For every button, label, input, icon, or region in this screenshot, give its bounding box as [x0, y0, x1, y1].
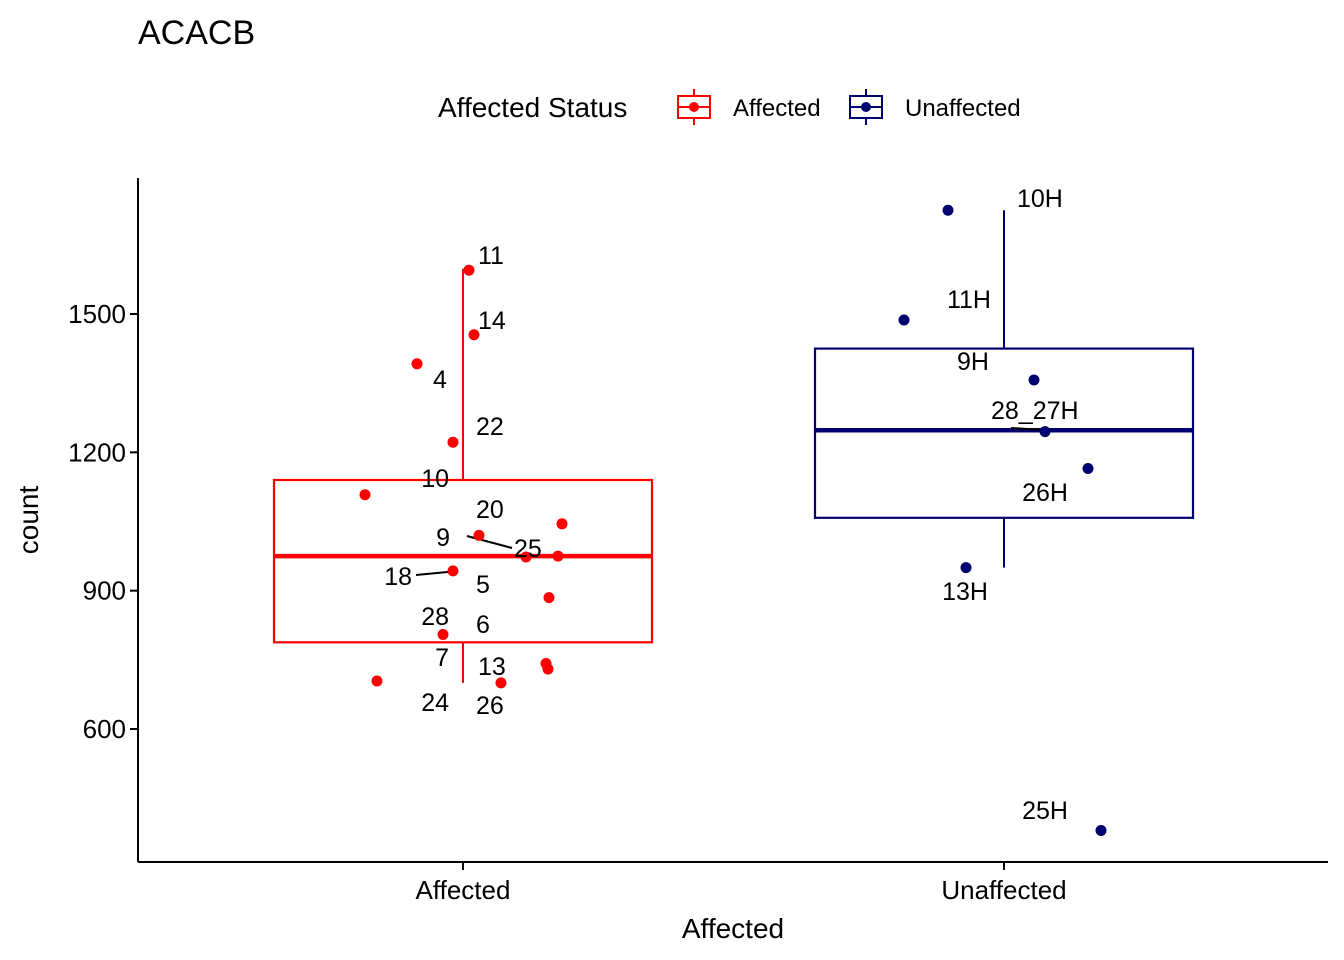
- point-label: 25H: [1022, 797, 1068, 825]
- point-label: 18: [384, 563, 412, 591]
- data-point: [960, 562, 972, 574]
- legend-title: Affected Status: [438, 92, 627, 123]
- point-label: 24: [421, 689, 449, 717]
- point-label: 22: [476, 413, 504, 441]
- data-point: [520, 551, 532, 563]
- data-point: [359, 489, 371, 501]
- box-affected: [272, 478, 654, 644]
- box-unaffected: [813, 347, 1195, 519]
- legend-key-affected: [677, 89, 711, 125]
- y-tick-label: 1200: [68, 437, 126, 467]
- y-tick-label: 1500: [68, 299, 126, 329]
- point-label: 5: [476, 571, 490, 599]
- point-label: 25: [514, 535, 542, 563]
- data-point: [1039, 426, 1051, 438]
- data-point: [468, 329, 480, 341]
- legend-label-affected: Affected: [733, 95, 821, 122]
- data-point: [371, 675, 383, 687]
- point-label: 6: [476, 611, 490, 639]
- point-label: 13H: [942, 578, 988, 606]
- point-label: 10H: [1017, 185, 1063, 213]
- point-label: 26: [476, 692, 504, 720]
- point-label: 7: [435, 644, 449, 672]
- data-point: [437, 628, 449, 640]
- data-point: [411, 358, 423, 370]
- y-axis-title: count: [13, 486, 44, 555]
- data-point: [473, 529, 485, 541]
- legend-key-unaffected: [849, 89, 883, 125]
- point-label: 11: [478, 242, 504, 270]
- data-point: [552, 550, 564, 562]
- chart-title: ACACB: [138, 14, 255, 52]
- point-label: 4: [433, 366, 447, 394]
- x-tick-label: Affected: [416, 875, 511, 905]
- legend: Affected Status Affected Unaffected: [438, 89, 1021, 125]
- point-label: 13: [478, 653, 506, 681]
- point-label: 9: [436, 524, 450, 552]
- legend-label-unaffected: Unaffected: [905, 95, 1021, 122]
- point-label: 28_27H: [991, 397, 1079, 425]
- data-point: [556, 518, 568, 530]
- data-point: [942, 204, 954, 216]
- data-point: [447, 436, 459, 448]
- data-point: [543, 592, 555, 604]
- y-tick-label: 900: [83, 576, 126, 606]
- point-label: 11H: [947, 286, 991, 314]
- data-point: [463, 264, 475, 276]
- point-label: 28: [421, 603, 449, 631]
- data-point: [495, 677, 507, 689]
- data-point: [1082, 462, 1094, 474]
- point-label: 14: [478, 307, 506, 335]
- y-tick-label: 600: [83, 714, 126, 744]
- data-point: [898, 314, 910, 326]
- data-point: [542, 663, 554, 675]
- point-label: 10: [421, 465, 449, 493]
- data-point: [1028, 374, 1040, 386]
- x-axis-title: Affected: [682, 913, 784, 944]
- point-label: 20: [476, 496, 504, 524]
- x-tick-label: Unaffected: [941, 875, 1066, 905]
- point-label: 26H: [1022, 479, 1068, 507]
- point-label: 9H: [957, 348, 989, 376]
- label-leader-line: [1010, 427, 1044, 431]
- data-point: [1095, 824, 1107, 836]
- label-leader-line: [466, 535, 513, 549]
- data-point: [447, 565, 459, 577]
